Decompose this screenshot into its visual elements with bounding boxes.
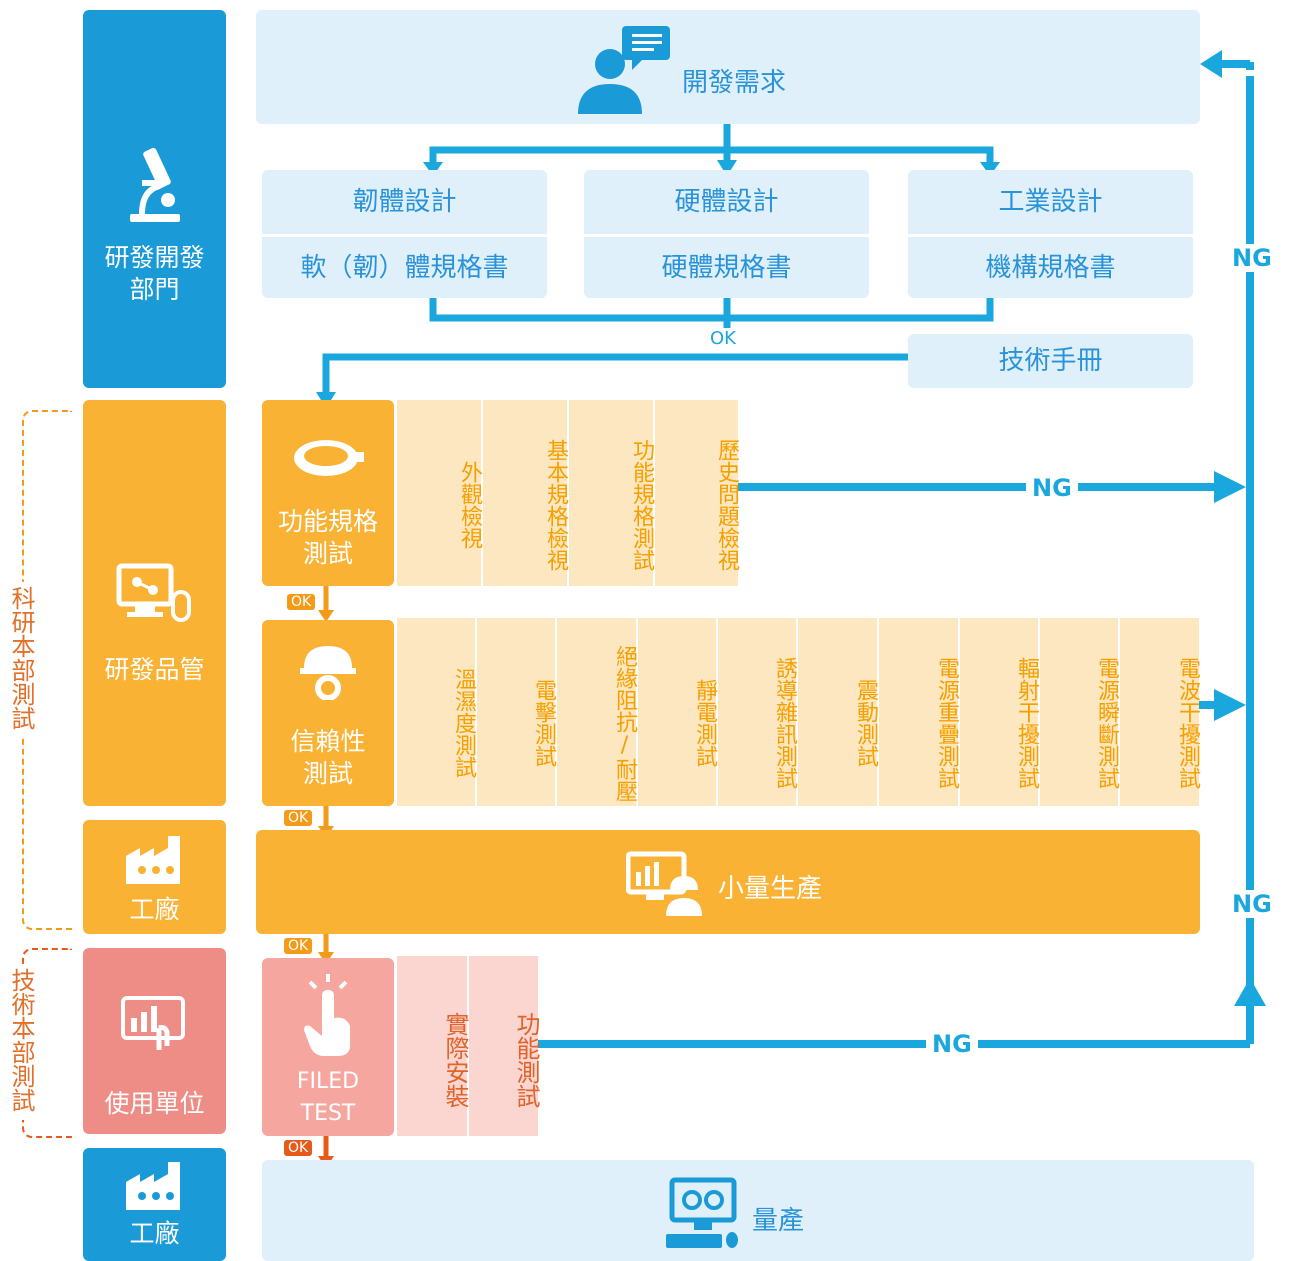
side-label-lower: 技術本部測試 — [7, 964, 35, 1120]
rel-item-4-text: 靜電測試 — [692, 679, 717, 767]
reliability-test-items: 溫濕度測試 電擊測試 絕緣阻抗/耐壓 靜電測試 誘導雜訊測試 震動測試 電源重疊… — [397, 618, 1200, 806]
func-item-2: 基本規格檢視 — [483, 400, 569, 586]
design-industrial: 工業設計 機構規格書 — [908, 170, 1193, 298]
rel-item-4: 靜電測試 — [638, 618, 718, 806]
ok-design-label: OK — [706, 328, 740, 349]
small-production-label: 小量生產 — [718, 874, 823, 904]
side-label-lower-text: 技術本部測試 — [7, 968, 35, 1112]
dept-factory1: 工廠 — [83, 820, 226, 934]
rel-item-9: 電源瞬斷測試 — [1040, 618, 1120, 806]
tablet-touch-icon — [83, 992, 226, 1062]
mass-production-box: 量產 — [262, 1160, 1254, 1261]
tech-manual-box: 技術手冊 — [908, 334, 1193, 388]
side-label-upper: 科研本部測試 — [7, 582, 35, 738]
dept-qa-label: 研發品管 — [104, 655, 205, 684]
field-test-box: FILED TEST — [262, 958, 394, 1136]
tap-hand-icon — [300, 972, 356, 1062]
ok-badge-2: OK — [284, 810, 313, 826]
reliability-test-title: 信賴性 測試 — [290, 727, 366, 788]
side-label-upper-text: 科研本部測試 — [7, 586, 35, 730]
rel-item-5: 誘導雜訊測試 — [718, 618, 798, 806]
functional-test-box: 功能規格 測試 — [262, 400, 394, 586]
hardhat-gear-icon — [298, 640, 358, 704]
field-test-items: 實際安裝 功能測試 — [397, 956, 540, 1136]
tape-measure-icon — [292, 434, 366, 486]
func-item-2-text: 基本規格檢視 — [543, 439, 568, 571]
rel-item-8: 輻射干擾測試 — [960, 618, 1040, 806]
field-test-title: FILED TEST — [296, 1069, 360, 1126]
field-item-2-text: 功能測試 — [512, 1012, 540, 1108]
rel-item-3: 絕緣阻抗/耐壓 — [557, 618, 638, 806]
functional-test-title: 功能規格 測試 — [277, 507, 378, 568]
ok-badge-1: OK — [287, 594, 316, 610]
dept-rd-label: 研發開發 部門 — [104, 243, 205, 304]
factory-icon — [83, 834, 226, 894]
rel-item-6-text: 震動測試 — [853, 679, 878, 767]
design-hardware: 硬體設計 硬體規格書 — [584, 170, 869, 298]
design-industrial-spec: 機構規格書 — [985, 253, 1116, 283]
func-item-1: 外觀檢視 — [397, 400, 483, 586]
rel-item-5-text: 誘導雜訊測試 — [772, 657, 797, 789]
rel-item-10: 電波干擾測試 — [1120, 618, 1200, 806]
rel-item-6: 震動測試 — [798, 618, 879, 806]
dev-requirement-label: 開發需求 — [682, 68, 787, 98]
field-item-1-text: 實際安裝 — [441, 1012, 469, 1108]
rel-item-7: 電源重疊測試 — [879, 618, 960, 806]
rel-item-2: 電擊測試 — [477, 618, 557, 806]
factory-icon — [83, 1160, 226, 1220]
rel-item-7-text: 電源重疊測試 — [934, 657, 959, 789]
design-firmware-title: 韌體設計 — [262, 170, 547, 237]
monitor-worker-icon — [625, 850, 704, 920]
dept-rd: 研發開發 部門 — [83, 10, 226, 388]
rel-item-1: 溫濕度測試 — [397, 618, 477, 806]
ng-label-side: NG — [1226, 890, 1278, 918]
dept-qa: 研發品管 — [83, 400, 226, 806]
ng-label-top: NG — [1226, 244, 1278, 272]
dept-user: 使用單位 — [83, 948, 226, 1134]
func-item-1-text: 外觀檢視 — [457, 461, 482, 549]
microscope-icon — [83, 140, 226, 234]
rel-item-9-text: 電源瞬斷測試 — [1094, 657, 1119, 789]
rel-item-2-text: 電擊測試 — [531, 679, 556, 767]
monitor-mouse-icon — [83, 562, 226, 636]
field-item-1: 實際安裝 — [397, 956, 469, 1136]
design-firmware-spec: 軟（韌）體規格書 — [300, 253, 509, 283]
func-item-3-text: 功能規格測試 — [629, 439, 654, 571]
computer-gears-icon — [662, 1176, 744, 1254]
field-item-2: 功能測試 — [469, 956, 540, 1136]
rel-item-3-text: 絕緣阻抗/耐壓 — [612, 644, 637, 802]
person-chat-icon — [574, 22, 672, 118]
design-firmware: 韌體設計 軟（韌）體規格書 — [262, 170, 547, 298]
small-production-box: 小量生產 — [256, 830, 1200, 934]
ng-label-field: NG — [926, 1030, 978, 1058]
rel-item-8-text: 輻射干擾測試 — [1014, 657, 1039, 789]
ok-badge-3: OK — [284, 938, 313, 954]
func-item-3: 功能規格測試 — [569, 400, 655, 586]
functional-test-items: 外觀檢視 基本規格檢視 功能規格測試 歷史問題檢視 — [397, 400, 739, 586]
design-hardware-title: 硬體設計 — [584, 170, 869, 237]
design-industrial-title: 工業設計 — [908, 170, 1193, 237]
dept-factory2: 工廠 — [83, 1148, 226, 1261]
ng-label-functional: NG — [1026, 474, 1078, 502]
rel-item-1-text: 溫濕度測試 — [451, 668, 476, 778]
func-item-4-text: 歷史問題檢視 — [714, 439, 739, 571]
tech-manual-label: 技術手冊 — [998, 346, 1103, 376]
design-hardware-spec: 硬體規格書 — [661, 253, 792, 283]
dev-requirement-box: 開發需求 — [256, 10, 1200, 124]
reliability-test-box: 信賴性 測試 — [262, 620, 394, 806]
dept-factory2-label: 工廠 — [129, 1219, 180, 1248]
dept-factory1-label: 工廠 — [129, 895, 180, 924]
mass-production-label: 量產 — [752, 1206, 805, 1236]
rel-item-10-text: 電波干擾測試 — [1175, 657, 1200, 789]
func-item-4: 歷史問題檢視 — [655, 400, 739, 586]
ok-badge-4: OK — [284, 1140, 313, 1156]
dept-user-label: 使用單位 — [104, 1089, 205, 1118]
